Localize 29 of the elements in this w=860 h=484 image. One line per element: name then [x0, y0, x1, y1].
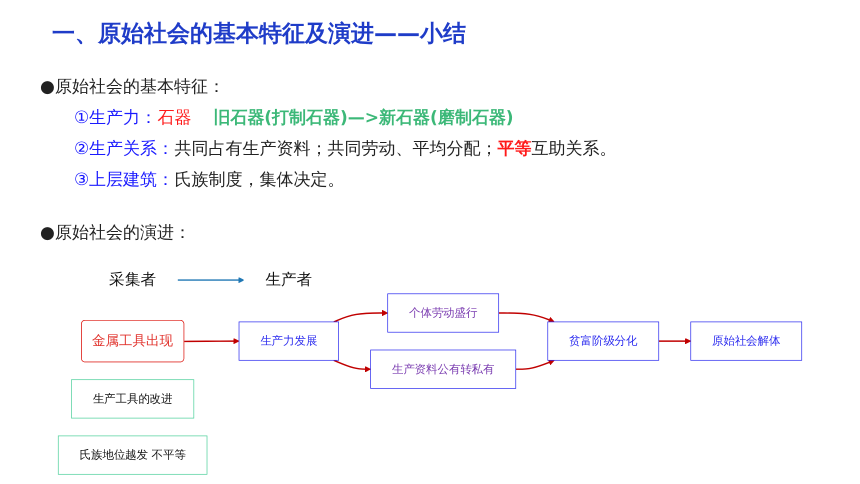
node-text: 采集者	[109, 271, 156, 289]
text-label: ③上层建筑：	[74, 170, 174, 190]
node-box	[547, 322, 660, 361]
text-label: 平等	[497, 139, 532, 159]
arrow	[516, 359, 555, 370]
node-box	[238, 322, 339, 361]
text-label: 旧石器(打制石器)—>新石器(磨制石器)	[213, 108, 514, 128]
arrow	[177, 276, 244, 284]
arrow	[334, 310, 388, 323]
node-box	[387, 293, 500, 333]
node-box	[58, 436, 208, 475]
text-label: ①生产力：	[74, 108, 158, 128]
arrow	[184, 338, 240, 344]
node-box	[370, 350, 516, 389]
bullet-heading: ●原始社会的基本特征：	[40, 77, 225, 97]
arrow	[334, 360, 371, 372]
node-box	[690, 322, 802, 361]
arrow	[658, 338, 692, 344]
node-text: 生产者	[265, 271, 312, 289]
text-label: 共同占有生产资料；共同劳动、平均分配；	[174, 139, 498, 159]
text-label: 石器	[157, 108, 192, 128]
node-box	[71, 379, 194, 418]
text-label: 互助关系。	[531, 139, 616, 159]
flow-diagram: 采集者 生产者 金属工具出现 生产力发展 个体劳动盛行 生产资料公有转私有 贫富阶级分化 原始社会解体 生产工具的改进 氏族地位越发 不平等	[10, 252, 850, 480]
text-label: ②生产关系：	[74, 139, 174, 159]
slide-title: 一、原始社会的基本特征及演进——小结	[52, 20, 466, 49]
arrow	[498, 312, 555, 323]
bullet-heading: ●原始社会的演进：	[40, 223, 191, 243]
text-label: 氏族制度，集体决定。	[174, 170, 344, 190]
